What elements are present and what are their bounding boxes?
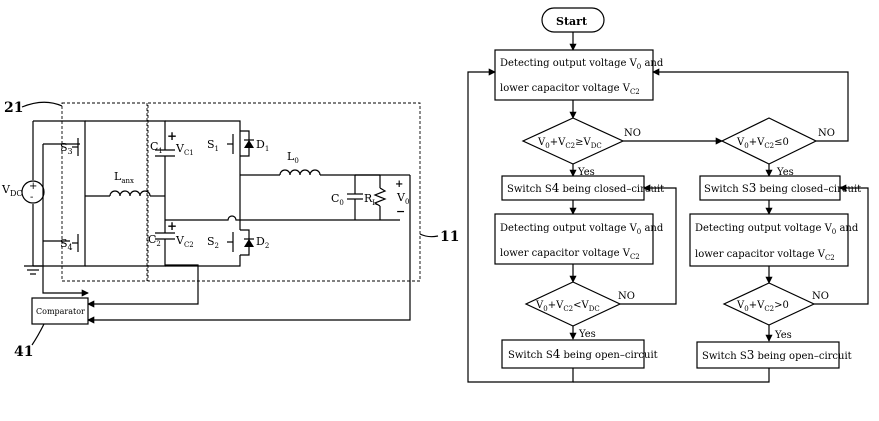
detect-box-1-line2: lower capacitor voltage VC2 [500,83,640,96]
switch-s4-open-box [501,339,645,369]
switch-s3 [72,136,86,196]
detect-box-3 [689,213,849,267]
decision-1-no: NO [624,128,641,139]
s3-label: S3 [60,141,73,156]
s2-label: S2 [207,235,219,250]
c1-label: C1 [150,140,163,155]
vc2-label: VC2 [175,234,194,249]
svg-text:+: + [167,219,177,233]
ref-11: 11 [440,229,459,245]
switch-s4-closed-box [501,175,645,201]
svg-text:+: + [29,181,37,192]
capacitor-c2: + [155,219,177,247]
svg-text:+: + [395,179,403,190]
comparator-label: Comparator [36,307,85,316]
detect-box-3-line1: Detecting output voltage V0 and [695,223,859,236]
switch-s3-open-label: Switch S3 being open–circuit [702,348,852,362]
capacitor-c0 [347,175,363,220]
vc1-label: VC1 [175,142,194,157]
detect-box-1 [494,49,654,101]
capacitor-c1: + [155,129,177,220]
c0-label: C0 [331,192,344,207]
d1-label: D1 [256,138,269,153]
switch-s3-open-box [696,341,840,369]
c2-label: C2 [148,233,161,248]
detect-box-2-line1: Detecting output voltage V0 and [500,223,664,236]
v0-label: V0 [396,191,409,206]
decision-3-label: V0+VC2<VDC [535,300,600,313]
decision-3-no: NO [618,291,635,302]
inductor-lanx [85,190,165,197]
vdc-label: VDC [1,183,23,198]
comparator-box [31,297,89,325]
dc-source: + - [21,121,45,275]
circuit-diagram: + - VDC S3 S4 [1,100,459,360]
inductor-l0 [240,169,400,176]
decision-1-label: V0+VC2≥VDC [537,137,602,150]
switch-s1 [227,130,254,175]
l0-label: L0 [287,150,299,165]
flowchart: Start Detecting output voltage V0 and lo… [467,7,869,383]
decision-2-yes: Yes [776,167,794,178]
detect-box-3-line2: lower capacitor voltage VC2 [695,249,835,262]
detect-box-2-line2: lower capacitor voltage VC2 [500,248,640,261]
decision-3-yes: Yes [578,329,596,340]
ref-21: 21 [4,100,23,116]
detect-box-1-line1: Detecting output voltage V0 and [500,58,664,71]
resistor-rl [355,174,400,221]
switch-s3-closed-box [699,175,841,201]
detect-box-2 [494,213,654,265]
svg-text:−: − [396,205,405,218]
ref-41: 41 [14,344,33,360]
switch-s3-closed-label: Switch S3 being closed–circuit [704,181,861,195]
svg-text:-: - [30,192,33,203]
lanx-label: Lanx [114,170,134,185]
decision-4-yes: Yes [774,330,792,341]
decision-2-no: NO [818,128,835,139]
d2-label: D2 [256,235,269,250]
decision-2-label: V0+VC2≤0 [736,137,789,150]
switch-s2 [227,175,254,256]
start-label: Start [556,15,588,28]
s1-label: S1 [207,138,219,153]
decision-4-no: NO [812,291,829,302]
module-21-box [61,102,148,282]
rl-label: RL [364,192,377,207]
switch-s4 [72,196,86,252]
switch-s4-closed-label: Switch S4 being closed–circuit [507,181,664,195]
decision-1-yes: Yes [577,167,595,178]
switch-s4-open-label: Switch S4 being open–circuit [508,347,658,361]
svg-text:+: + [167,129,177,143]
module-11-box [147,102,421,282]
s4-label: S4 [60,237,73,252]
decision-4-label: V0+VC2>0 [736,300,789,313]
